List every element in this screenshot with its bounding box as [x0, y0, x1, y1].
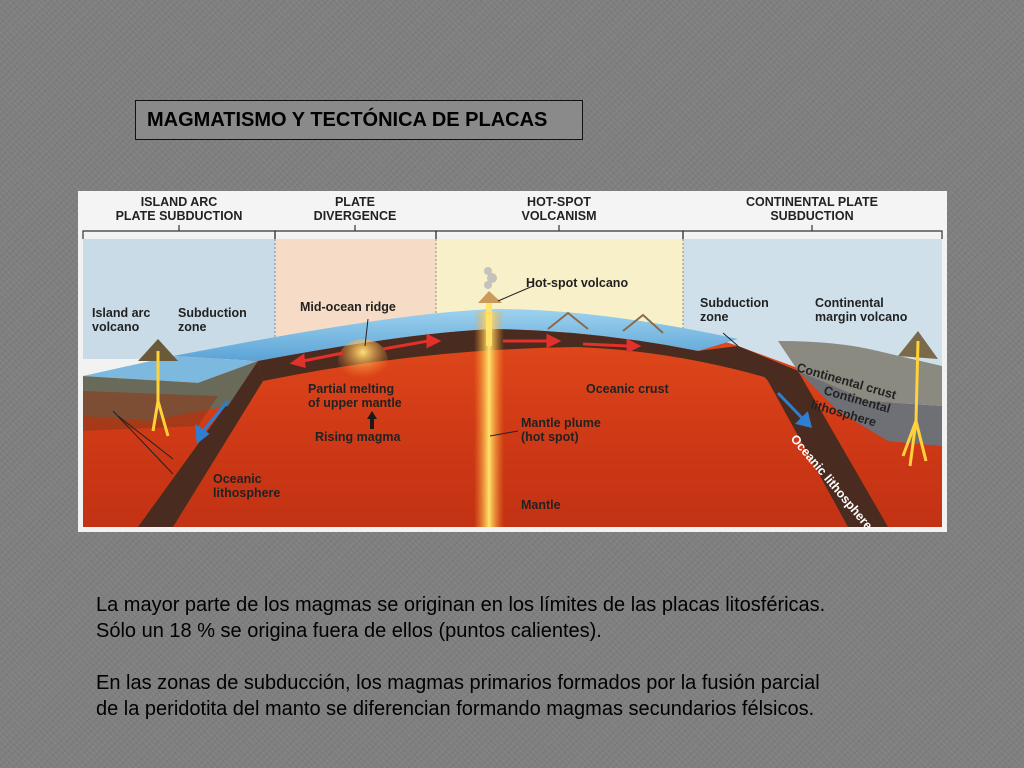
section-titles: ISLAND ARC PLATE SUBDUCTION PLATE DIVERG… — [116, 195, 878, 223]
paragraph-1-line-1: La mayor parte de los magmas se originan… — [96, 594, 826, 616]
section-title-2a: PLATE — [335, 195, 375, 209]
leader-lines — [112, 285, 739, 475]
paragraph-2-line-2: de la peridotita del manto se diferencia… — [96, 698, 815, 720]
ocean-water-left — [83, 356, 258, 383]
hotspot-volcano-cone — [478, 291, 502, 303]
island-arc-magma — [151, 351, 170, 437]
label-subduction-zone-left-1: Subduction — [178, 306, 247, 320]
ocean-water — [173, 309, 738, 361]
rising-magma-arrow — [367, 411, 377, 429]
oceanic-lithosphere-top — [258, 329, 798, 381]
island-arc-volcano — [138, 339, 178, 361]
label-oceanic-crust: Oceanic crust — [586, 382, 670, 396]
diagram-labels: Island arc volcano Subduction zone Mid-o… — [92, 276, 908, 512]
label-island-arc-volcano-2: volcano — [92, 320, 140, 334]
label-mantle: Mantle — [521, 498, 561, 512]
section-brackets — [82, 225, 943, 239]
left-subducting-slab — [138, 361, 263, 527]
label-partial-melting-2: of upper mantle — [308, 396, 402, 410]
label-subduction-zone-right-1: Subduction — [700, 296, 769, 310]
label-hot-spot-volcano: Hot-spot volcano — [526, 276, 628, 290]
hotspot-conduit — [486, 296, 492, 346]
section-title-3a: HOT-SPOT — [527, 195, 591, 209]
paragraph-1: La mayor parte de los magmas se originan… — [96, 592, 996, 644]
label-partial-melting-1: Partial melting — [308, 382, 394, 396]
label-mid-ocean-ridge: Mid-ocean ridge — [300, 300, 396, 314]
continental-lithosphere — [798, 371, 942, 446]
subduction-arrows — [195, 391, 813, 444]
label-continental-volcano-2: margin volcano — [815, 310, 908, 324]
hotspot-smoke — [484, 267, 497, 289]
continental-magma — [901, 340, 928, 467]
seamounts — [547, 311, 664, 334]
island-arc-lower — [83, 391, 218, 431]
convection-arrows — [289, 333, 642, 369]
mantle-plume — [474, 311, 504, 527]
paragraph-2-line-1: En las zonas de subducción, los magmas p… — [96, 672, 820, 694]
mantle — [83, 326, 942, 527]
section-title-2b: DIVERGENCE — [314, 209, 397, 223]
label-rising-magma: Rising magma — [315, 430, 401, 444]
sky-island-arc — [83, 239, 275, 359]
plate-tectonics-diagram: ISLAND ARC PLATE SUBDUCTION PLATE DIVERG… — [78, 191, 947, 532]
ridge-magma-glow — [338, 339, 388, 383]
label-subduction-zone-left-2: zone — [178, 320, 207, 334]
diagram-svg: ISLAND ARC PLATE SUBDUCTION PLATE DIVERG… — [78, 191, 947, 532]
label-mantle-plume-1: Mantle plume — [521, 416, 601, 430]
header-strip — [78, 191, 947, 235]
label-oceanic-lithosphere-left-2: lithosphere — [213, 486, 280, 500]
body-text: La mayor parte de los magmas se originan… — [96, 592, 996, 748]
paragraph-2: En las zonas de subducción, los magmas p… — [96, 670, 996, 722]
continental-crust — [778, 341, 942, 406]
section-title-4a: CONTINENTAL PLATE — [746, 195, 878, 209]
right-subducting-slab — [738, 346, 888, 527]
section-title-1b: PLATE SUBDUCTION — [116, 209, 243, 223]
section-title-3b: VOLCANISM — [522, 209, 597, 223]
label-oceanic-lithosphere-left-1: Oceanic — [213, 472, 262, 486]
paragraph-1-line-2: Sólo un 18 % se origina fuera de ellos (… — [96, 620, 602, 642]
label-subduction-zone-right-2: zone — [700, 310, 729, 324]
section-title-4b: SUBDUCTION — [770, 209, 853, 223]
section-title-1a: ISLAND ARC — [141, 195, 218, 209]
slide-title: MAGMATISMO Y TECTÓNICA DE PLACAS — [135, 100, 583, 140]
label-continental-volcano-1: Continental — [815, 296, 884, 310]
label-mantle-plume-2: (hot spot) — [521, 430, 579, 444]
label-island-arc-volcano-1: Island arc — [92, 306, 150, 320]
